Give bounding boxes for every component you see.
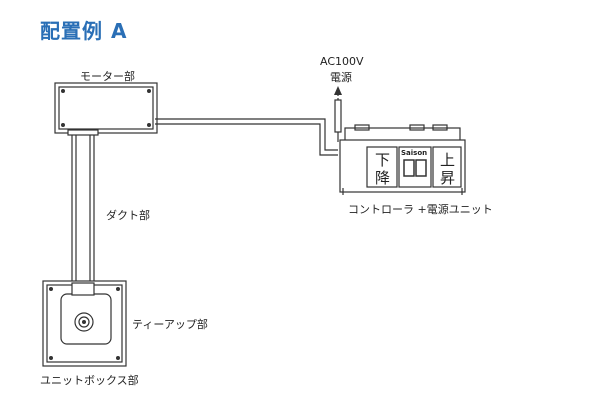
label-teeup: ティーアップ部: [132, 318, 208, 331]
tee-up: [74, 312, 94, 332]
label-power-src: 電源: [330, 71, 352, 84]
duct: [67, 129, 99, 284]
controller-down-label-2: 降: [375, 169, 391, 187]
controller-brand: Saison: [401, 149, 428, 157]
label-duct: ダクト部: [106, 209, 150, 222]
controller-up-label-1: 上: [440, 151, 456, 169]
motor-cable: [155, 118, 338, 156]
power-cord: [334, 86, 342, 142]
controller-unit: [339, 124, 466, 195]
controller-down-label-1: 下: [375, 151, 391, 169]
label-power-ac: AC100V: [320, 55, 364, 68]
label-unitbox: ユニットボックス部: [40, 374, 139, 387]
page-title: 配置例 A: [40, 19, 128, 43]
unit-box: [42, 280, 127, 367]
motor-unit: [54, 82, 158, 134]
label-controller: コントローラ +電源ユニット: [348, 203, 493, 216]
label-motor: モーター部: [80, 70, 135, 83]
controller-up-label-2: 昇: [440, 169, 456, 187]
